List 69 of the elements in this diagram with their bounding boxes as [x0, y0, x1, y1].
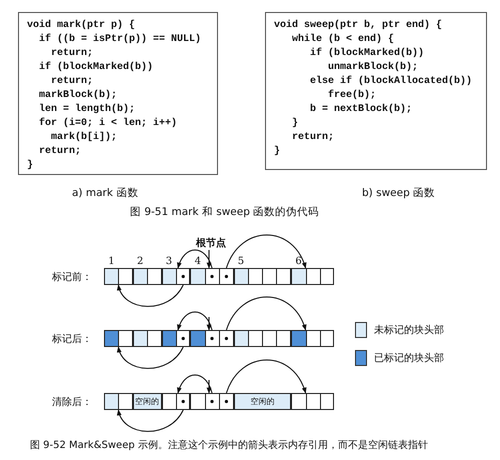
free-block: 空闲的 [234, 393, 292, 410]
code-line: if (blockMarked(b)) [38, 61, 154, 75]
free-block: 空闲的 [132, 393, 162, 410]
row-label: 清除后： [52, 396, 92, 409]
code-box [265, 12, 487, 170]
legend-text: 未标记的块头部 [374, 324, 444, 337]
code-line: free(b); [327, 89, 376, 103]
code-line: while (b < end) { [291, 33, 394, 47]
memory-block [104, 268, 133, 285]
subfigure-caption: a) mark 函数 [72, 186, 138, 200]
block-number: 4 [194, 256, 201, 267]
block-number: 1 [108, 256, 115, 267]
memory-block [190, 330, 234, 347]
code-line: void sweep(ptr b, ptr end) { [274, 19, 442, 33]
subfigure-caption: b) sweep 函数 [362, 186, 436, 200]
pointer-arrow [177, 374, 212, 394]
pointer-arrow [177, 250, 212, 269]
code-line: mark(b[i]); [50, 131, 118, 145]
memory-block [291, 330, 334, 347]
block-number: 5 [238, 256, 244, 267]
legend-text: 已标记的块头部 [374, 352, 444, 365]
memory-block [162, 393, 190, 410]
code-line: b = nextBlock(b); [309, 103, 412, 117]
pointer-arrow [118, 284, 184, 307]
code-line: if ((b = isPtr(p)) == NULL) [38, 33, 202, 47]
pointer-arrow [118, 346, 184, 369]
pointer-arrow [226, 296, 306, 331]
code-line: } [274, 145, 280, 159]
block-number: 3 [166, 256, 172, 267]
memory-block [234, 268, 292, 285]
code-line: return; [50, 47, 94, 61]
code-line: markBlock(b); [38, 89, 118, 103]
memory-block [291, 393, 334, 410]
block-number: 2 [137, 256, 144, 267]
memory-block [190, 268, 234, 285]
pointer-arrow [206, 250, 212, 269]
row-label: 标记前： [52, 270, 92, 284]
code-line: void mark(ptr p) { [27, 19, 136, 33]
code-line: } [291, 117, 298, 131]
pointer-arrow [206, 316, 212, 331]
code-line: return; [291, 131, 334, 145]
code-line: } [27, 159, 34, 173]
code-line: if (blockMarked(b)) [309, 47, 424, 61]
memory-block [132, 330, 162, 347]
code-line: for (i=0; i < len; i++) [38, 117, 178, 131]
block-number: 6 [295, 256, 302, 267]
memory-block [234, 330, 292, 347]
memory-block [291, 268, 334, 285]
memory-block [132, 268, 162, 285]
memory-block [104, 393, 133, 410]
memory-block [104, 330, 133, 347]
row-label: 标记后： [52, 332, 92, 346]
figure-caption: 图 9-51 mark 和 sweep 函数的伪代码 [130, 205, 320, 219]
pointer-arrow [226, 234, 306, 269]
memory-block [190, 393, 234, 410]
pointer-arrow [118, 409, 184, 432]
code-line: unmarkBlock(b); [327, 61, 418, 75]
code-line: return; [38, 145, 82, 159]
memory-block [162, 330, 190, 347]
figure-caption: 图 9-52 Mark&Sweep 示例。注意这个示例中的箭头表示内存引用，而不是空闲链表指针 [30, 438, 428, 452]
code-box [18, 12, 218, 175]
pointer-arrow [177, 312, 212, 331]
pointer-arrow [206, 380, 212, 394]
pointer-arrow [226, 360, 306, 394]
root-label: 根节点 [196, 236, 226, 250]
memory-block [162, 268, 190, 285]
code-line: else if (blockAllocated(b)) [309, 75, 472, 89]
code-line: return; [50, 75, 94, 89]
code-line: len = length(b); [38, 103, 136, 117]
